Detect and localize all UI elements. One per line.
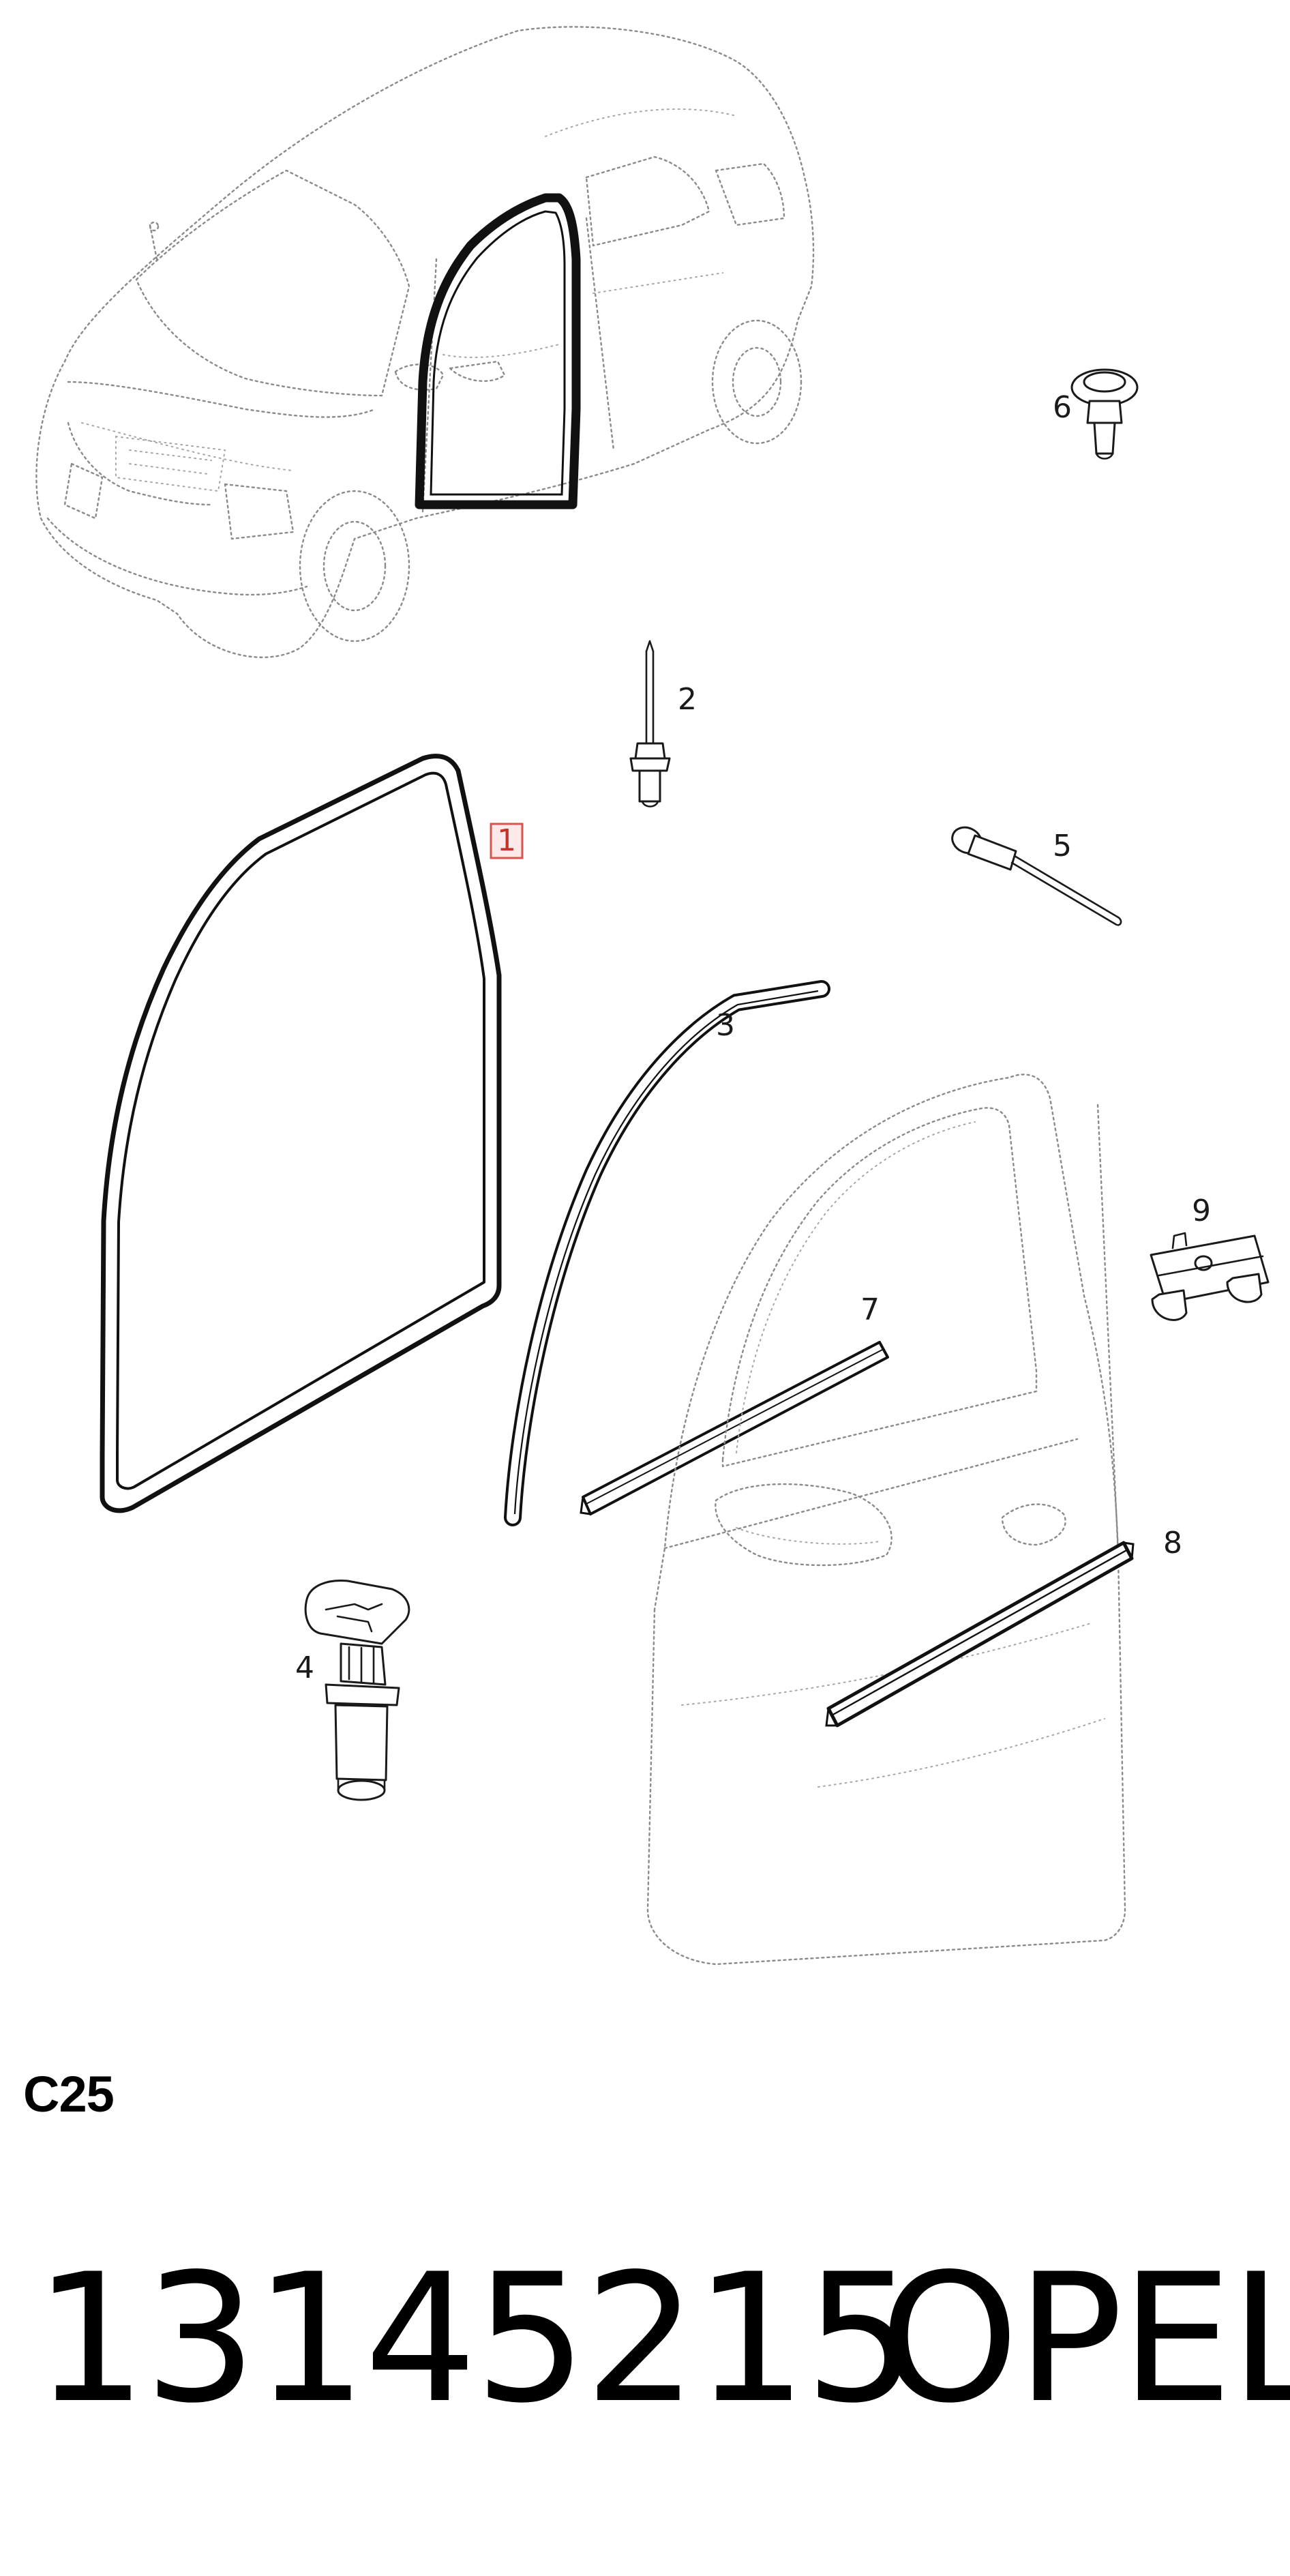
callout-8[interactable]: 8 bbox=[1163, 1526, 1182, 1560]
callout-7[interactable]: 7 bbox=[860, 1292, 880, 1327]
callout-1-highlight-box bbox=[490, 823, 524, 859]
callout-3[interactable]: 3 bbox=[716, 1008, 735, 1043]
front-door-shell-illustration bbox=[646, 1074, 1126, 1966]
door-seal-part-1 bbox=[100, 754, 502, 1513]
brand-name: OPEL bbox=[880, 2236, 1290, 2442]
callout-9[interactable]: 9 bbox=[1192, 1194, 1211, 1228]
rivet-part-5 bbox=[951, 826, 1122, 926]
belt-strip-part-7 bbox=[580, 1341, 889, 1515]
callout-2[interactable]: 2 bbox=[678, 682, 697, 717]
car-overview-illustration bbox=[35, 26, 815, 658]
fastener-pin-part-2 bbox=[629, 640, 671, 808]
callout-5[interactable]: 5 bbox=[1053, 829, 1072, 863]
side-molding-part-8 bbox=[825, 1541, 1135, 1728]
push-clip-part-6 bbox=[1070, 368, 1139, 460]
part-number: 13145215 bbox=[34, 2236, 917, 2442]
bracket-clip-part-9 bbox=[1150, 1232, 1270, 1321]
callout-1[interactable]: 1 bbox=[497, 823, 516, 858]
callout-4[interactable]: 4 bbox=[295, 1650, 314, 1685]
callout-labels: 1 2 3 4 5 6 7 8 9 bbox=[295, 390, 1211, 1685]
callout-6[interactable]: 6 bbox=[1053, 390, 1072, 425]
window-channel-part-3 bbox=[504, 980, 830, 1526]
section-code-label: C25 bbox=[23, 2066, 115, 2122]
plug-clip-part-4 bbox=[304, 1579, 410, 1801]
